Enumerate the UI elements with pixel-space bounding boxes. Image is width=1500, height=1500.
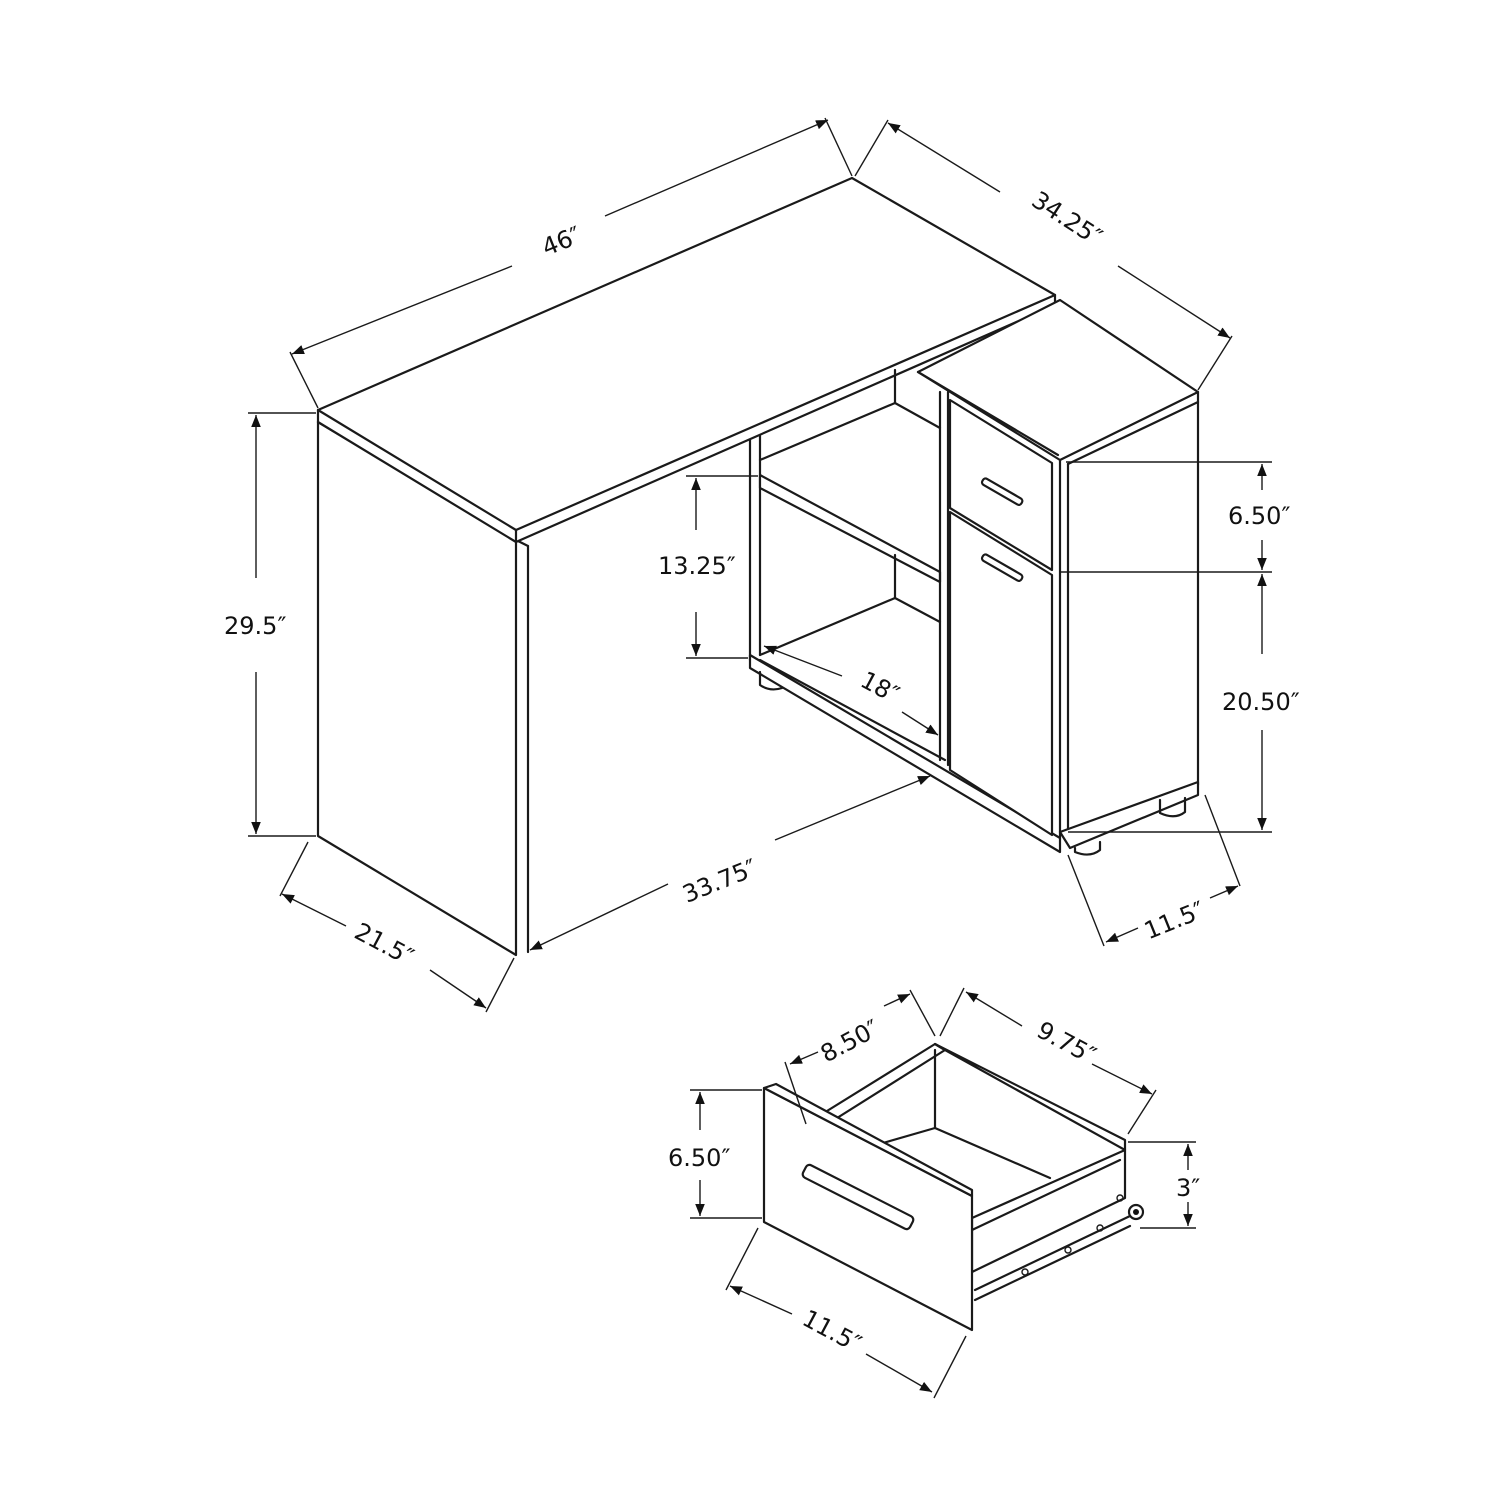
dim-drawer-interior-width: 8.50″ bbox=[816, 1014, 884, 1068]
dim-side-depth: 21.5″ bbox=[350, 917, 418, 971]
dim-top-width: 46″ bbox=[538, 221, 585, 262]
dim-cabinet-width: 11.5″ bbox=[1140, 896, 1208, 945]
dim-shelf-opening: 13.25″ bbox=[658, 552, 736, 580]
dim-shelf-depth: 18″ bbox=[856, 666, 904, 709]
dim-drawer-front-width: 11.5″ bbox=[798, 1304, 866, 1358]
dim-drawer-interior-depth: 9.75″ bbox=[1032, 1016, 1100, 1070]
cabinet-drawer-front[interactable] bbox=[948, 398, 1054, 572]
drawer-handle[interactable] bbox=[980, 477, 1024, 506]
dim-height: 29.5″ bbox=[224, 612, 286, 640]
drawer-front-handle[interactable] bbox=[801, 1163, 915, 1231]
desk-illustration bbox=[316, 176, 1200, 957]
dim-drawer-front-height: 6.50″ bbox=[1228, 502, 1290, 530]
cabinet-door[interactable] bbox=[948, 510, 1054, 837]
dim-door-height: 20.50″ bbox=[1222, 688, 1300, 716]
dim-return-length: 34.25″ bbox=[1027, 186, 1107, 252]
door-handle[interactable] bbox=[980, 553, 1024, 582]
cabinet bbox=[916, 298, 1200, 856]
open-shelf-unit bbox=[748, 368, 1062, 854]
drawer-illustration bbox=[762, 1042, 1145, 1332]
dim-drawer-front-height: 6.50″ bbox=[668, 1144, 730, 1172]
dim-drawer-interior-height: 3″ bbox=[1176, 1174, 1200, 1202]
dim-front-length: 33.75″ bbox=[679, 854, 762, 909]
